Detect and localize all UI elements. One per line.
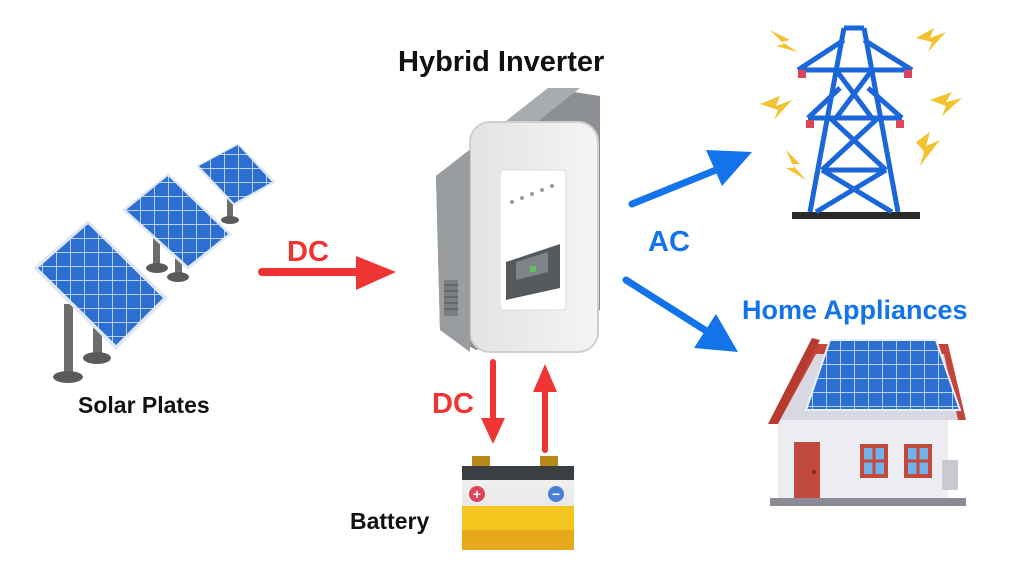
inverter-vent [444, 280, 458, 316]
ac-arrow-to-home [622, 276, 738, 352]
solar-panel-large [33, 220, 168, 383]
solar-panel-small [196, 143, 276, 224]
home-appliances-label: Home Appliances [742, 295, 968, 325]
ac-label: AC [648, 226, 690, 258]
diagram-title: Hybrid Inverter [398, 46, 605, 78]
battery-negative-terminal: − [552, 486, 560, 502]
dc-label-solar: DC [287, 236, 329, 268]
inverter-illustration [436, 88, 600, 353]
battery-positive-terminal: + [473, 486, 481, 502]
solar-panels-illustration [33, 143, 276, 383]
dc-label-battery: DC [432, 388, 474, 420]
home-illustration [768, 338, 966, 506]
solar-plates-label: Solar Plates [78, 392, 210, 418]
ac-arrow-to-grid [628, 150, 752, 208]
dc-arrow-battery-to-inverter [533, 364, 557, 453]
battery-illustration: + − [462, 456, 574, 550]
dc-arrow-solar-to-inverter [258, 256, 396, 290]
dc-arrow-inverter-to-battery [481, 359, 505, 444]
battery-label: Battery [350, 508, 430, 534]
solar-panel-medium [122, 173, 232, 282]
power-grid-tower-icon [760, 25, 962, 219]
